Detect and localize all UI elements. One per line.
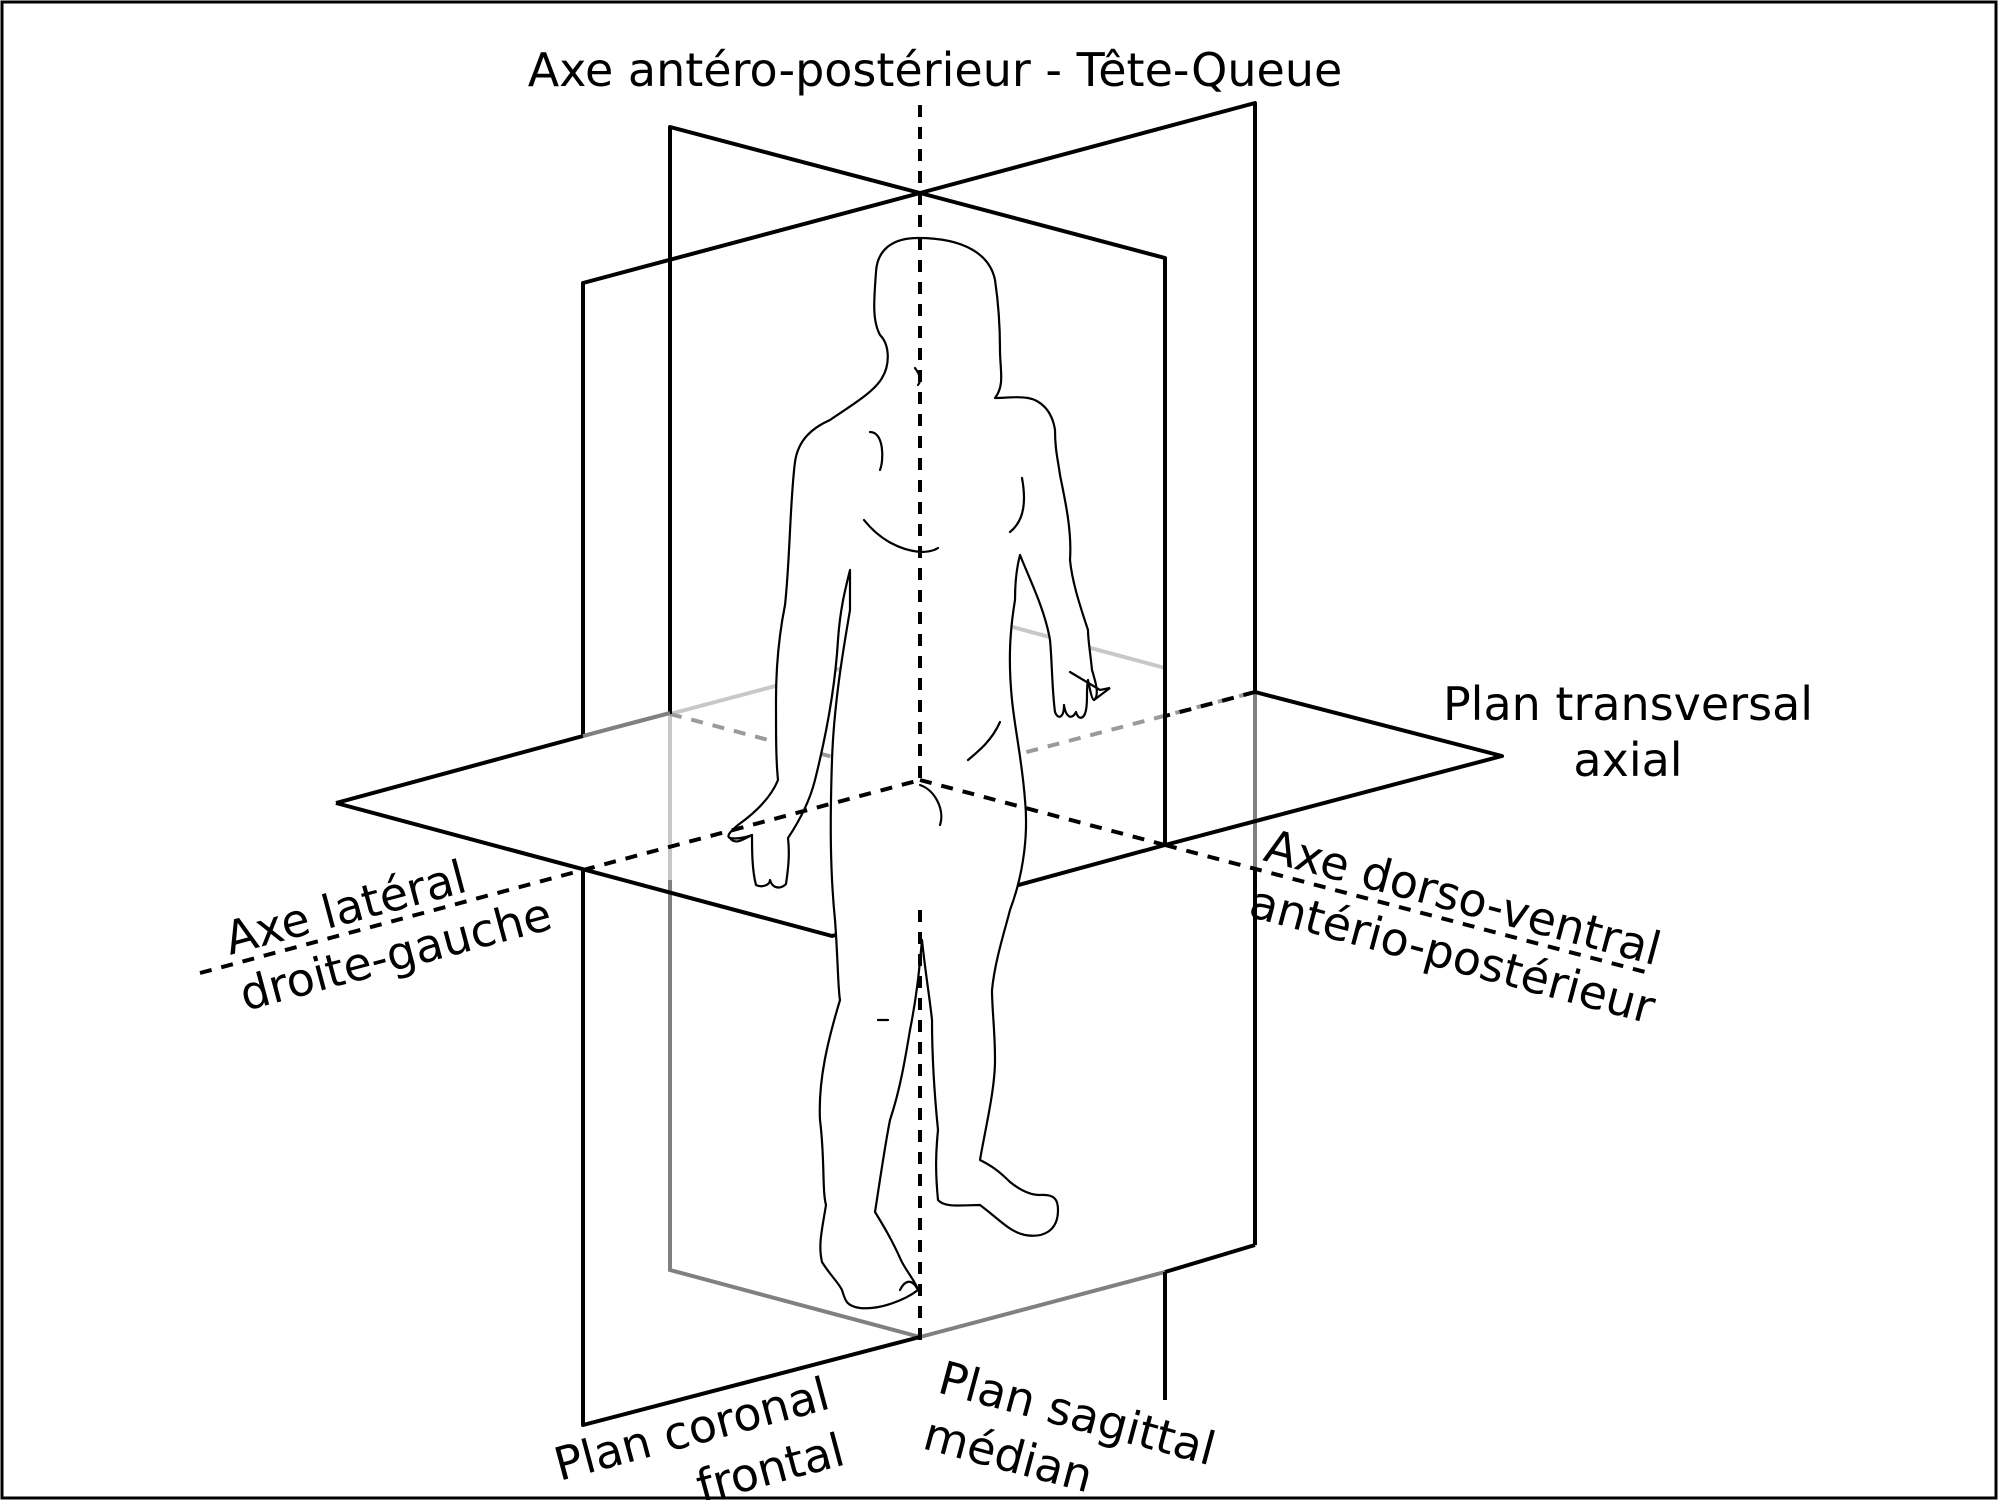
lateral-axis-right bbox=[1164, 690, 1256, 718]
dorsoventral-axis-right bbox=[1164, 843, 1646, 974]
lateral-axis-inner bbox=[582, 778, 921, 872]
axes bbox=[199, 105, 1646, 1340]
label-plane-transverse-1: Plan transversal bbox=[1443, 677, 1813, 731]
label-plane-transverse-2: axial bbox=[1573, 733, 1682, 787]
label-axis-vertical: Axe antéro-postérieur - Tête-Queue bbox=[528, 43, 1343, 97]
lateral-axis-left bbox=[199, 868, 584, 975]
